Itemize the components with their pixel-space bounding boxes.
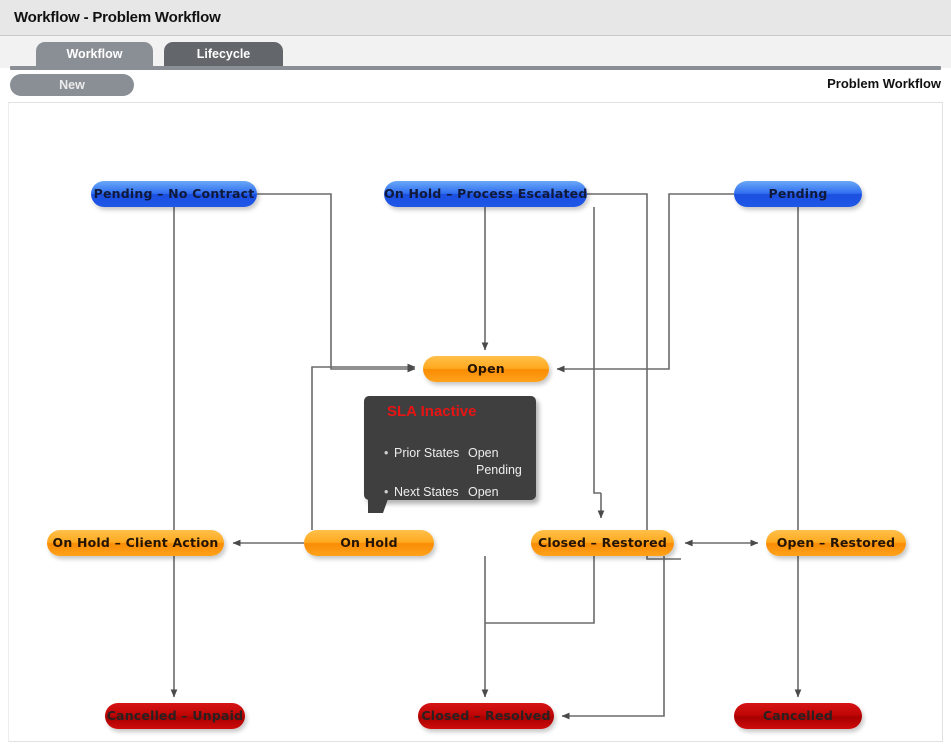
page-title: Problem Workflow [827,76,941,91]
tab-underline-rule [10,66,941,70]
tab-lifecycle[interactable]: Lifecycle [164,42,283,68]
edge-pendingnc-to-open [257,193,416,373]
tab-workflow[interactable]: Workflow [36,42,153,68]
next-states-value-1: Open [468,485,499,499]
new-button[interactable]: New [10,74,134,96]
prior-states-label: Prior States [394,446,460,460]
node-closed-restored[interactable]: Closed – Restored [531,530,674,556]
action-bar: New Problem Workflow [0,70,951,100]
edge-pending-to-open [556,193,734,373]
edge-onhold-to-open [311,363,416,530]
next-states-label: Next States [394,485,459,499]
tooltip-pointer-tail [368,499,388,513]
node-pending[interactable]: Pending [734,181,862,207]
workflow-canvas: Pending – No Contract On Hold – Process … [8,102,943,742]
node-on-hold-process-escalated[interactable]: On Hold – Process Escalated [384,181,587,207]
node-open[interactable]: Open [423,356,549,382]
edge-closedrestored-to-closedresolved [485,556,595,624]
tab-strip: Workflow Lifecycle [0,36,951,68]
prior-states-value-2: Pending [476,463,522,477]
bullet-icon-next: • [384,485,389,499]
prior-states-value-1: Open [468,446,499,460]
edge-escalated-mid-rail [593,207,601,494]
node-on-hold[interactable]: On Hold [304,530,434,556]
edge-openrestored-to-closedresolved [561,556,665,720]
window-titlebar: Workflow - Problem Workflow [0,0,951,36]
node-closed-resolved[interactable]: Closed – Resolved [418,703,554,729]
node-cancelled-unpaid[interactable]: Cancelled – Unpaid [105,703,245,729]
sla-tooltip-title: SLA Inactive [387,403,477,420]
node-pending-no-contract[interactable]: Pending – No Contract [91,181,257,207]
node-on-hold-client-action[interactable]: On Hold – Client Action [47,530,224,556]
sla-tooltip: SLA Inactive • Prior States Open Pending… [364,396,536,513]
node-cancelled[interactable]: Cancelled [734,703,862,729]
workflow-connectors [170,193,802,720]
bullet-icon-prior: • [384,446,389,460]
window-title: Workflow - Problem Workflow [14,9,221,26]
node-open-restored[interactable]: Open – Restored [766,530,906,556]
